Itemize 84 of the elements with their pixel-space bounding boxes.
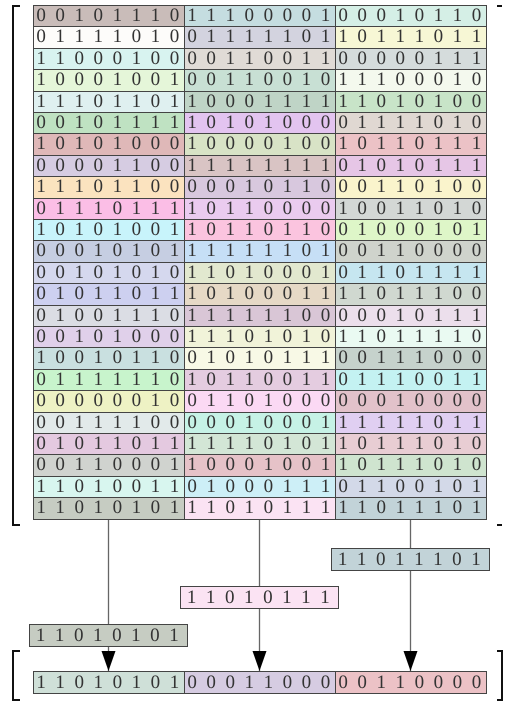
matrix-entry: 0 0 0 0 1 1 0 0 (33, 154, 185, 178)
matrix-entry: 0 1 0 1 1 0 1 1 (33, 283, 185, 306)
matrix-entry: 0 1 1 1 1 0 1 0 (335, 112, 487, 134)
matrix-entry: 0 0 1 0 1 1 1 1 (33, 112, 185, 134)
matrix-entry: 1 0 1 1 0 0 0 0 (184, 198, 336, 220)
matrix-entry: 1 1 0 1 0 1 0 1 (33, 497, 185, 520)
matrix-entry: 1 1 1 0 1 1 0 1 (33, 90, 185, 113)
matrix-entry: 1 1 0 1 1 1 1 0 (335, 326, 487, 348)
matrix-entry: 0 0 0 0 0 1 1 1 (335, 48, 487, 70)
matrix-entry: 0 1 0 0 0 1 1 1 (184, 476, 336, 498)
matrix-entry: 0 0 0 1 0 0 0 1 (184, 412, 336, 434)
matrix-entry: 0 1 0 1 0 1 1 1 (184, 347, 336, 370)
matrix-entry: 1 1 0 1 0 0 0 1 (184, 262, 336, 284)
matrix-entry: 0 0 1 0 1 0 0 0 (33, 326, 185, 348)
output-entry: 0 0 0 1 1 0 0 0 (184, 671, 336, 694)
matrix-entry: 1 1 1 0 0 0 1 0 (335, 69, 487, 92)
matrix-entry: 1 1 1 1 1 1 1 1 (184, 154, 336, 178)
matrix-entry: 1 1 1 0 0 0 0 1 (184, 5, 336, 28)
matrix-entry: 0 1 1 0 0 1 0 1 (335, 476, 487, 498)
matrix-entry: 0 1 0 0 1 1 1 0 (33, 304, 185, 327)
matrix-entry: 0 1 0 0 0 1 0 1 (335, 219, 487, 242)
matrix-entry: 1 0 1 0 1 0 0 0 (33, 133, 185, 156)
matrix-entry: 1 0 1 0 1 0 0 0 (184, 112, 336, 134)
matrix-entry: 1 0 1 1 1 0 1 0 (335, 454, 487, 477)
matrix-entry: 0 0 1 1 0 1 0 0 (335, 176, 487, 199)
arrow (252, 609, 266, 671)
matrix-entry: 1 0 1 1 1 0 1 1 (335, 26, 487, 49)
matrix-entry: 1 0 0 0 1 0 0 1 (33, 69, 185, 92)
selected-row-label: 1 1 0 1 0 1 1 1 (180, 586, 339, 609)
matrix-entry: 1 0 1 1 0 0 1 1 (184, 368, 336, 392)
matrix-entry: 0 0 1 1 0 0 1 1 (184, 48, 336, 70)
matrix-entry: 0 0 1 1 0 0 1 0 (184, 69, 336, 92)
matrix-entry: 1 0 1 1 0 1 1 0 (184, 219, 336, 242)
matrix-entry: 0 0 0 1 0 0 0 0 (335, 390, 487, 413)
matrix-entry: 0 1 1 0 1 0 0 0 (184, 390, 336, 413)
matrix-entry: 1 1 0 1 1 1 0 0 (335, 283, 487, 306)
matrix-entry: 0 0 1 0 1 1 1 0 (33, 5, 185, 28)
matrix-entry: 0 1 1 0 1 1 1 1 (335, 262, 487, 284)
matrix-entry: 1 1 1 1 1 0 1 1 (335, 412, 487, 434)
matrix-entry: 1 1 1 1 0 1 0 1 (184, 433, 336, 456)
arrow (404, 571, 418, 671)
matrix-entry: 1 1 0 1 0 1 1 1 (184, 497, 336, 520)
matrix-entry: 0 0 1 0 1 0 1 0 (33, 262, 185, 284)
matrix-entry: 0 0 0 1 0 1 0 1 (33, 240, 185, 263)
output-entry: 1 1 0 1 0 1 0 1 (33, 671, 185, 694)
matrix-entry: 1 0 1 0 0 0 1 1 (184, 283, 336, 306)
selected-row-label: 1 1 0 1 0 1 0 1 (29, 624, 188, 647)
matrix-entry: 1 0 0 0 0 1 0 0 (184, 133, 336, 156)
matrix-entry: 0 1 1 1 0 1 1 1 (33, 198, 185, 220)
matrix-entry: 1 0 0 0 1 0 0 1 (184, 454, 336, 477)
matrix-entry: 0 0 0 1 0 1 1 1 (335, 304, 487, 327)
arrow (102, 647, 116, 671)
matrix-entry: 0 1 1 1 1 0 1 0 (33, 26, 185, 49)
matrix-entry: 1 1 1 1 1 1 0 1 (184, 240, 336, 263)
matrix-entry: 0 0 1 1 1 0 0 0 (335, 347, 487, 370)
matrix-entry: 1 1 0 1 0 1 0 0 (335, 90, 487, 113)
matrix-entry: 0 1 1 1 1 1 0 1 (184, 26, 336, 49)
matrix-entry: 0 0 0 0 0 0 1 0 (33, 390, 185, 413)
matrix-entry: 1 0 0 1 1 0 1 0 (335, 198, 487, 220)
output-entry: 0 0 1 1 0 0 0 0 (335, 671, 487, 694)
matrix-entry: 0 0 0 1 0 1 1 0 (184, 176, 336, 199)
matrix-entry: 0 0 1 1 0 0 0 1 (33, 454, 185, 477)
matrix-entry: 1 1 0 1 1 1 0 1 (335, 497, 487, 520)
matrix-entry: 1 0 1 1 0 1 1 1 (335, 133, 487, 156)
matrix-entry: 1 1 1 0 1 1 0 0 (33, 176, 185, 199)
selected-row-label: 1 1 0 1 1 1 0 1 (331, 548, 490, 571)
connector-line (108, 520, 110, 624)
matrix-entry: 1 0 1 1 1 0 1 0 (335, 433, 487, 456)
matrix-entry: 0 0 1 1 0 0 0 0 (335, 240, 487, 263)
connector-line (410, 520, 412, 548)
matrix-entry: 1 1 0 1 0 0 1 1 (33, 476, 185, 498)
matrix-entry: 0 1 0 1 0 1 1 1 (335, 154, 487, 178)
matrix-entry: 0 1 0 1 1 0 1 1 (33, 433, 185, 456)
connector-line (258, 520, 260, 586)
matrix-entry: 1 1 0 0 0 1 0 0 (33, 48, 185, 70)
matrix-entry: 1 0 0 1 0 1 1 0 (33, 347, 185, 370)
matrix-entry: 1 1 1 1 1 1 0 0 (184, 304, 336, 327)
matrix-entry: 1 0 1 0 1 0 0 1 (33, 219, 185, 242)
matrix-entry: 0 1 1 1 0 0 1 1 (335, 368, 487, 392)
matrix-entry: 0 0 0 1 0 1 1 0 (335, 5, 487, 28)
matrix-entry: 1 1 1 0 1 0 1 0 (184, 326, 336, 348)
matrix-entry: 0 0 1 1 1 1 0 0 (33, 412, 185, 434)
matrix-entry: 1 0 0 0 1 1 1 1 (184, 90, 336, 113)
matrix-entry: 0 1 1 1 1 1 1 0 (33, 368, 185, 392)
